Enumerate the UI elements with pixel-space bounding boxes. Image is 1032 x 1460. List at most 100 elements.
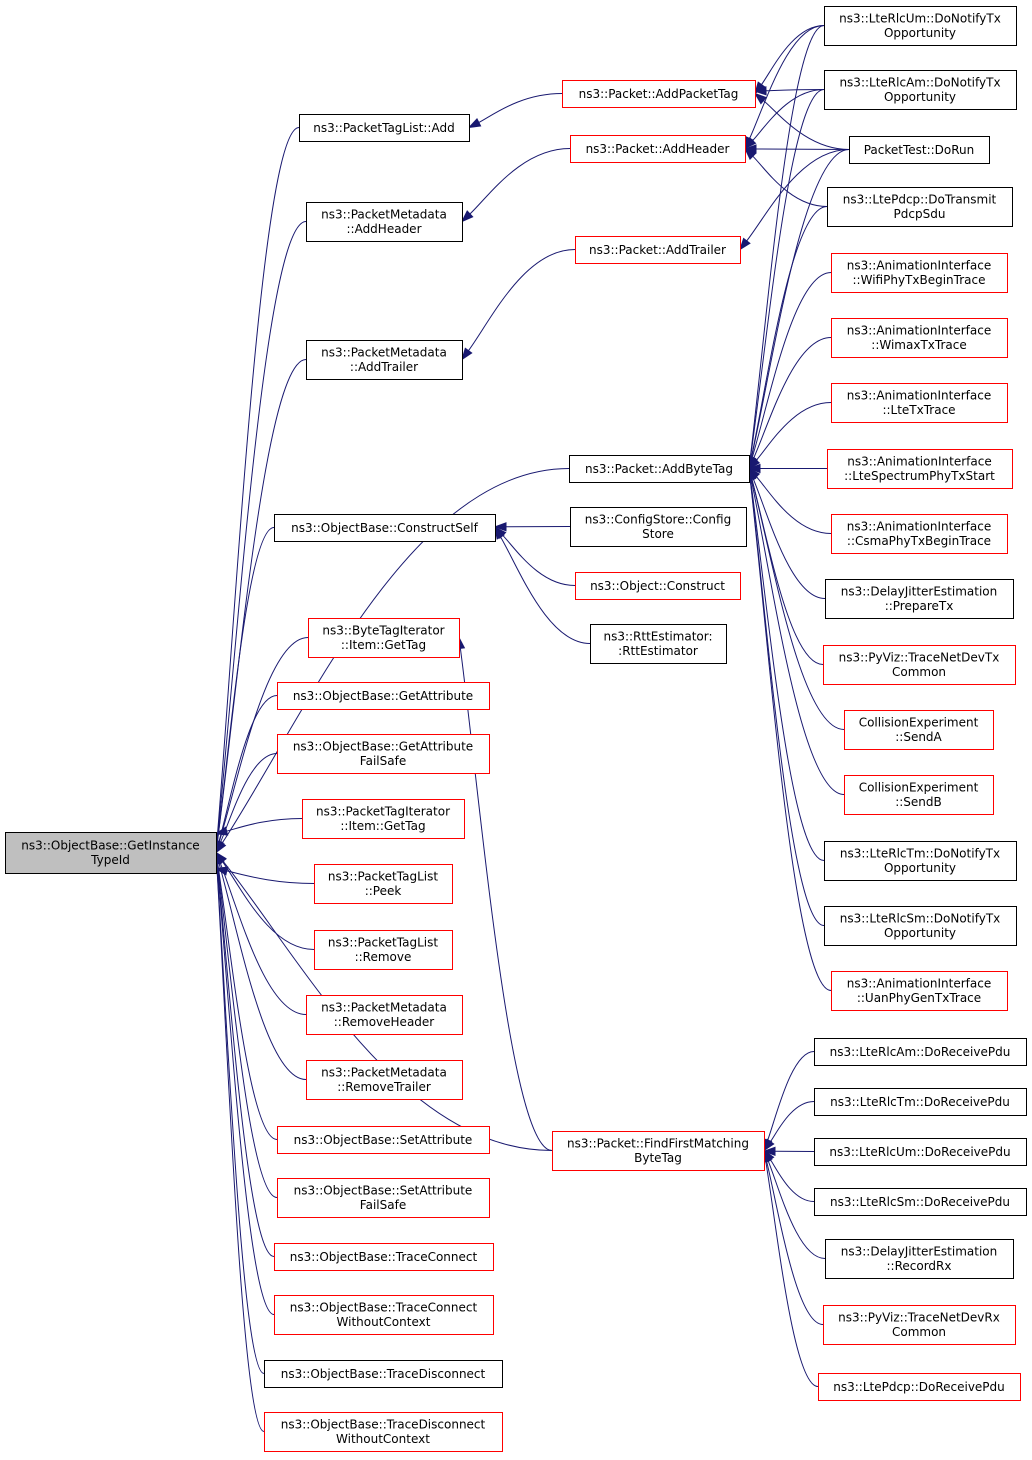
node-packettest-dorun[interactable]: PacketTest::DoRun — [849, 136, 990, 164]
node-label: FailSafe — [360, 754, 406, 768]
node-label: ns3::ObjectBase::TraceDisconnect — [281, 1418, 486, 1432]
node-box — [306, 1060, 463, 1100]
node-label: ns3::DelayJitterEstimation — [841, 585, 998, 599]
node-ns3-animationinterface-ltespectrumphytxstart[interactable]: ns3::AnimationInterface::LteSpectrumPhyT… — [827, 449, 1013, 489]
node-ns3-bytetagiterator-item-gettag[interactable]: ns3::ByteTagIterator::Item::GetTag — [308, 618, 460, 658]
node-ns3-packettaglist-add[interactable]: ns3::PacketTagList::Add — [299, 114, 470, 142]
node-ns3-animationinterface-wifiphytxbegintrace[interactable]: ns3::AnimationInterface::WifiPhyTxBeginT… — [831, 253, 1008, 293]
node-label: ns3::PacketMetadata — [321, 346, 447, 360]
node-label: ns3::Object::Construct — [590, 579, 725, 593]
node-ns3-packetmetadata-addheader[interactable]: ns3::PacketMetadata::AddHeader — [306, 202, 463, 242]
edge-line — [767, 1051, 815, 1141]
node-label: ns3::LteRlcTm::DoNotifyTx — [840, 847, 1000, 861]
edge-n26-n5 — [455, 636, 553, 1151]
edge-arrowhead — [494, 526, 505, 540]
edge-n23-n4 — [493, 522, 571, 532]
node-label: ns3::PacketMetadata — [321, 1001, 447, 1015]
node-box — [302, 799, 465, 839]
node-ns3-objectbase-tracedisconnectwithoutcontext[interactable]: ns3::ObjectBase::TraceDisconnectWithoutC… — [264, 1412, 503, 1452]
node-collisionexperiment-sendb[interactable]: CollisionExperiment::SendB — [844, 775, 994, 815]
node-ns3-lterlcsm-doreceivepdu[interactable]: ns3::LteRlcSm::DoReceivePdu — [814, 1188, 1027, 1216]
node-ns3-packet-addbytetag[interactable]: ns3::Packet::AddByteTag — [569, 455, 750, 483]
edge-line — [761, 25, 825, 85]
node-ns3-packetmetadata-removeheader[interactable]: ns3::PacketMetadata::RemoveHeader — [306, 995, 463, 1035]
node-ns3-packetmetadata-removetrailer[interactable]: ns3::PacketMetadata::RemoveTrailer — [306, 1060, 463, 1100]
edge-line — [752, 155, 828, 207]
node-label: Opportunity — [884, 26, 956, 40]
node-box — [264, 1412, 503, 1452]
node-ns3-rttestimator-rttestimator[interactable]: ns3::RttEstimator::RttEstimator — [590, 624, 727, 664]
node-ns3-packet-addheader[interactable]: ns3::Packet::AddHeader — [570, 135, 746, 163]
node-ns3-ltepdcp-doreceivepdu[interactable]: ns3::LtePdcp::DoReceivePdu — [818, 1373, 1021, 1401]
node-ns3-animationinterface-csmaphytxbegintrace[interactable]: ns3::AnimationInterface::CsmaPhyTxBeginT… — [831, 514, 1008, 554]
node-label: Opportunity — [884, 861, 956, 875]
node-box — [552, 1131, 765, 1171]
node-label: ns3::Packet::AddPacketTag — [579, 87, 739, 101]
node-ns3-lterlctm-doreceivepdu[interactable]: ns3::LteRlcTm::DoReceivePdu — [814, 1088, 1027, 1116]
node-box — [818, 1373, 1021, 1401]
edge-n45-n26 — [762, 1146, 815, 1157]
node-ns3-packet-addpackettag[interactable]: ns3::Packet::AddPacketTag — [562, 80, 756, 108]
node-ns3-configstore-configstore[interactable]: ns3::ConfigStore::ConfigStore — [570, 507, 747, 547]
node-label: ns3::ObjectBase::GetAttribute — [293, 740, 473, 754]
node-ns3-object-construct[interactable]: ns3::Object::Construct — [575, 572, 741, 600]
node-box — [277, 734, 490, 774]
node-label: Store — [642, 527, 674, 541]
node-box — [823, 645, 1016, 685]
edge-n28-n22 — [745, 89, 825, 470]
node-label: TypeId — [90, 853, 130, 867]
node-collisionexperiment-senda[interactable]: CollisionExperiment::SendA — [844, 710, 994, 750]
edge-line — [216, 863, 275, 1315]
node-ns3-packettagiterator-item-gettag[interactable]: ns3::PacketTagIterator::Item::GetTag — [302, 799, 465, 839]
node-ns3-lterlcam-doreceivepdu[interactable]: ns3::LteRlcAm::DoReceivePdu — [814, 1038, 1027, 1066]
edge-n11-n0 — [215, 851, 307, 1015]
node-label: PacketTest::DoRun — [864, 143, 975, 157]
node-box — [825, 1239, 1014, 1279]
node-ns3-animationinterface-wimaxtxtrace[interactable]: ns3::AnimationInterface::WimaxTxTrace — [831, 318, 1008, 358]
node-ns3-animationinterface-uanphygentxtrace[interactable]: ns3::AnimationInterface::UanPhyGenTxTrac… — [831, 971, 1008, 1011]
edge-line — [752, 478, 826, 599]
node-ns3-packettaglist-peek[interactable]: ns3::PacketTagList::Peek — [314, 864, 453, 904]
node-label: ns3::AnimationInterface — [847, 259, 991, 273]
node-ns3-packetmetadata-addtrailer[interactable]: ns3::PacketMetadata::AddTrailer — [306, 340, 463, 380]
node-ns3-objectbase-tracedisconnect[interactable]: ns3::ObjectBase::TraceDisconnect — [264, 1360, 503, 1388]
node-box — [814, 1138, 1027, 1166]
node-box — [814, 1188, 1027, 1216]
node-ns3-objectbase-getattribute[interactable]: ns3::ObjectBase::GetAttribute — [277, 682, 490, 710]
node-ns3-lterlcum-doreceivepdu[interactable]: ns3::LteRlcUm::DoReceivePdu — [814, 1138, 1027, 1166]
edge-line — [751, 272, 832, 459]
node-label: ns3::AnimationInterface — [847, 389, 991, 403]
node-box — [827, 449, 1013, 489]
node-ns3-packet-addtrailer[interactable]: ns3::Packet::AddTrailer — [575, 236, 741, 264]
node-ns3-objectbase-traceconnectwithoutcontext[interactable]: ns3::ObjectBase::TraceConnectWithoutCont… — [274, 1295, 494, 1335]
node-label: ns3::PacketTagList — [328, 870, 438, 884]
node-ns3-objectbase-traceconnect[interactable]: ns3::ObjectBase::TraceConnect — [274, 1243, 494, 1271]
node-label: Common — [892, 665, 946, 679]
node-label: ::SendA — [895, 730, 942, 744]
node-box — [831, 383, 1008, 423]
node-label: ::CsmaPhyTxBeginTrace — [847, 534, 991, 548]
node-label: Common — [892, 1325, 946, 1339]
edge-arrowhead — [748, 456, 761, 470]
node-label: ::AddHeader — [346, 222, 421, 236]
edge-n31-n22 — [747, 272, 832, 470]
edge-line — [216, 863, 278, 1198]
node-label: ns3::ByteTagIterator — [322, 624, 444, 638]
node-ns3-animationinterface-ltetxtrace[interactable]: ns3::AnimationInterface::LteTxTrace — [831, 383, 1008, 423]
node-ns3-objectbase-setattribute[interactable]: ns3::ObjectBase::SetAttribute — [277, 1126, 490, 1154]
node-ns3-packettaglist-remove[interactable]: ns3::PacketTagList::Remove — [314, 930, 453, 970]
node-ns3-objectbase-constructself[interactable]: ns3::ObjectBase::ConstructSelf — [274, 514, 496, 542]
node-ns3-delayjitterestimation-recordrx[interactable]: ns3::DelayJitterEstimation::RecordRx — [825, 1239, 1014, 1279]
node-ns3-delayjitterestimation-preparetx[interactable]: ns3::DelayJitterEstimation::PrepareTx — [825, 579, 1014, 619]
